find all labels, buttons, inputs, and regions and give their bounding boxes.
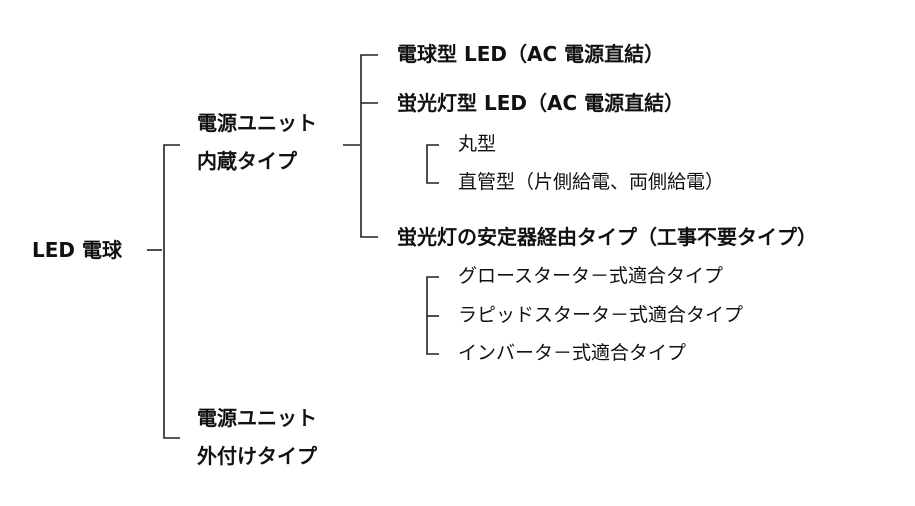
internal-power-type: 電源ユニット 内蔵タイプ: [197, 113, 317, 171]
internal-power-line2: 内蔵タイプ: [197, 149, 297, 173]
straight-tube-node: 直管型（片側給電、両側給電）: [458, 171, 725, 193]
level1-bracket: [163, 144, 180, 439]
fluor-sub-bracket: [426, 144, 439, 184]
glow-starter-node: グロースタータ－式適合タイプ: [458, 265, 724, 287]
round-type-node: 丸型: [458, 133, 497, 155]
ballast-type-node: 蛍光灯の安定器経由タイプ（工事不要タイプ）: [397, 225, 817, 249]
external-power-line1: 電源ユニット: [197, 406, 317, 430]
fluorescent-led-node: 蛍光灯型 LED（AC 電源直結）: [397, 91, 685, 115]
inverter-node: インバータ－式適合タイプ: [458, 342, 687, 364]
internal-power-line1: 電源ユニット: [197, 111, 317, 135]
level2-bracket: [360, 54, 378, 238]
root-label: LED 電球: [32, 238, 122, 262]
bulb-led-node: 電球型 LED（AC 電源直結）: [397, 42, 665, 66]
external-power-line2: 外付けタイプ: [197, 444, 317, 468]
rapid-starter-node: ラピッドスタータ－式適合タイプ: [458, 304, 744, 326]
external-power-type: 電源ユニット 外付けタイプ: [197, 408, 317, 466]
